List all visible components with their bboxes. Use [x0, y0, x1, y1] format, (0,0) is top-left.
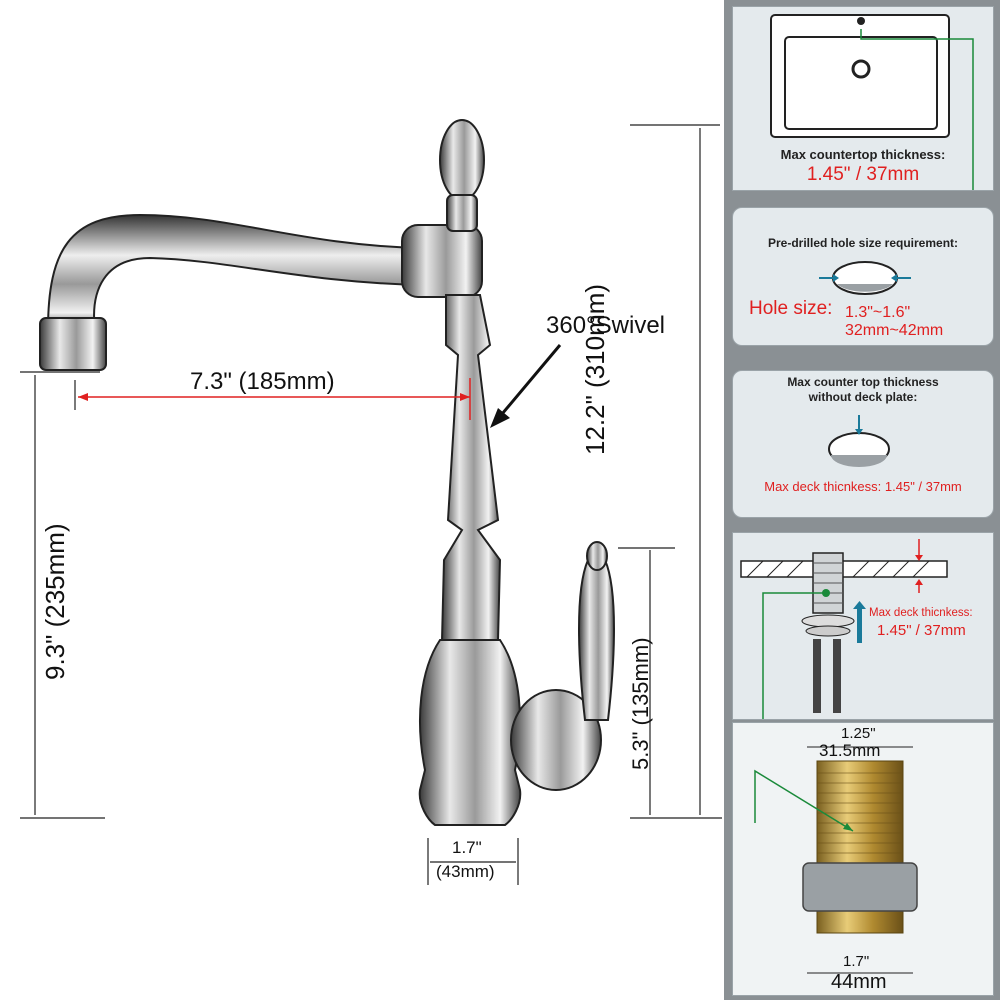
shank-bottom-in: 1.7": [843, 953, 870, 970]
spout: [46, 213, 421, 331]
handle-hub: [510, 689, 602, 791]
handle-height-label: 5.3" (135mm): [628, 637, 653, 770]
deck-value: 1.45" / 37mm: [877, 622, 966, 639]
aerator: [39, 317, 107, 371]
shank-top-mm: 31.5mm: [819, 741, 881, 760]
faucet-body: [440, 294, 502, 641]
hole-title: Pre-drilled hole size requirement:: [767, 236, 959, 250]
shank-panel: 1.25" 31.5mm 1.7" 44mm: [732, 722, 994, 996]
no-plate-panel: Max counter top thickness without deck p…: [732, 370, 994, 518]
swivel-label: 360°Swivel: [546, 312, 665, 339]
hole-label: Hole size:: [749, 298, 833, 319]
spout-reach-label: 7.3" (185mm): [190, 368, 335, 395]
shank-top-in: 1.25": [841, 725, 876, 742]
countertop-title: Max countertop thickness:: [780, 147, 946, 162]
shank-nut: [802, 862, 918, 912]
swivel-hub: [401, 224, 483, 298]
hole-size-panel: Pre-drilled hole size requirement: Hole …: [732, 207, 994, 346]
deck-label: Max deck thicnkess:: [869, 607, 973, 619]
countertop-panel: Max countertop thickness: 1.45" / 37mm: [732, 6, 994, 191]
shank-bottom-mm: 44mm: [831, 971, 887, 993]
no-plate-title-2: without deck plate:: [808, 390, 918, 404]
handle-lever: [578, 559, 615, 721]
faucet-diagram: 360°Swivel 7.3" (185mm) 12.2" (310mm) 9.…: [20, 119, 722, 885]
spout-height-label: 9.3" (235mm): [40, 523, 70, 680]
total-height-label: 12.2" (310mm): [580, 283, 610, 455]
hole-value-mm: 32mm~42mm: [845, 322, 944, 339]
no-plate-title-1: Max counter top thickness: [787, 375, 939, 389]
faucet-drawing: [20, 119, 722, 885]
countertop-value: 1.45" / 37mm: [806, 164, 920, 185]
faucet-base: [418, 639, 522, 826]
no-plate-value: Max deck thicnkess: 1.45" / 37mm: [764, 479, 962, 494]
base-width-mm: (43mm): [436, 862, 495, 881]
finial: [439, 119, 485, 201]
deck-panel: Max deck thicnkess: 1.45" / 37mm: [732, 532, 994, 720]
installation-panels: Max countertop thickness: 1.45" / 37mm P…: [724, 0, 1000, 1000]
hole-value-in: 1.3"~1.6": [845, 304, 911, 321]
base-width-in: 1.7": [452, 838, 482, 857]
